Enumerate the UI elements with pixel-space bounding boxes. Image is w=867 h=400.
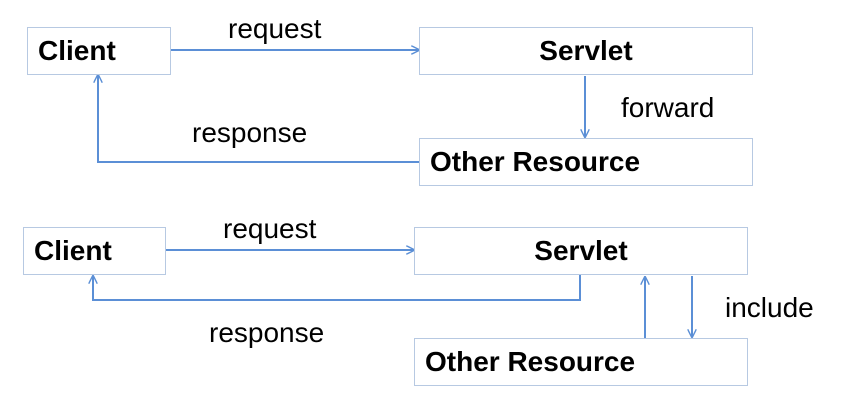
include-client-box: Client (23, 227, 166, 275)
include-client-label: Client (34, 235, 112, 266)
include-response-label: response (209, 317, 325, 348)
forward-client-label: Client (38, 35, 116, 66)
forward-other-resource-box: Other Resource (419, 138, 753, 186)
include-response-arrow (93, 275, 581, 301)
forward-servlet-box: Servlet (419, 27, 753, 75)
forward-request-label: request (228, 13, 322, 44)
forward-forward-label: forward (621, 92, 715, 123)
include-include-label: include (725, 292, 814, 323)
include-other-resource-label: Other Resource (425, 346, 636, 377)
include-other-resource-box: Other Resource (414, 338, 748, 386)
include-servlet-label: Servlet (534, 235, 628, 266)
include-request-label: request (223, 213, 317, 244)
include-servlet-box: Servlet (414, 227, 748, 275)
forward-response-label: response (192, 117, 308, 148)
forward-other-resource-label: Other Resource (430, 146, 641, 177)
forward-client-box: Client (27, 27, 171, 75)
forward-servlet-label: Servlet (539, 35, 633, 66)
forward-response-arrow (98, 75, 419, 163)
